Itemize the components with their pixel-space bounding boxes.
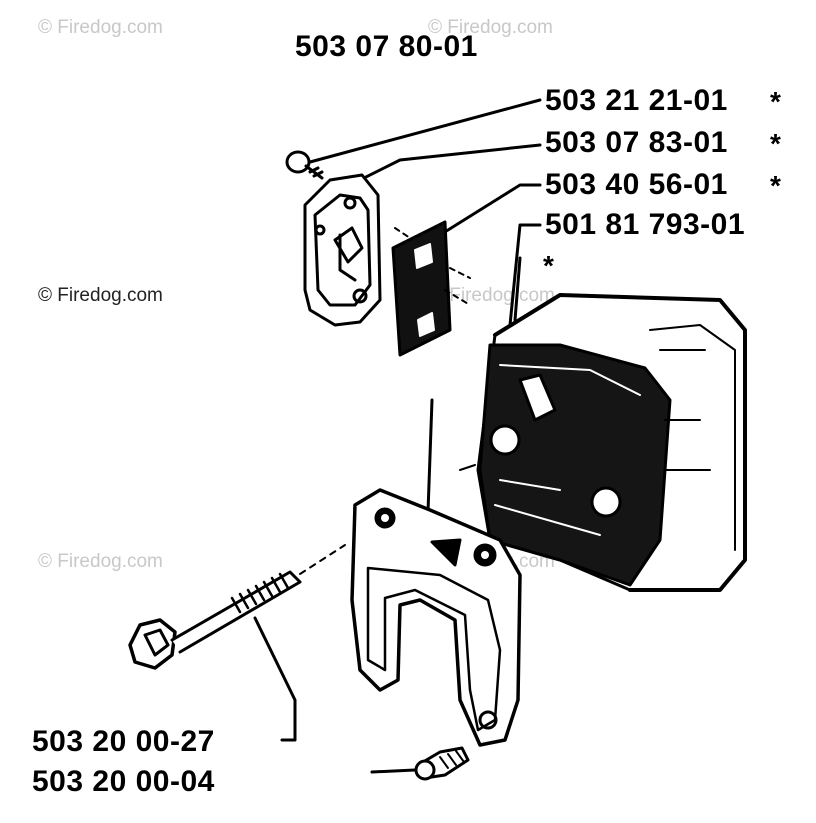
leader-bolt-inner — [426, 398, 434, 514]
bottom-screw-part — [414, 746, 470, 781]
part-number-screen: 503 40 56-01 — [545, 168, 728, 201]
leader-muffler — [506, 223, 542, 347]
muffler-part — [459, 293, 747, 592]
replacement-star-3: * — [770, 170, 781, 201]
screen-part — [391, 220, 471, 357]
part-number-assembly: 503 07 80-01 — [295, 30, 478, 63]
leader-bolt — [253, 616, 297, 742]
screw-small-part — [285, 150, 324, 180]
watermark-bottom-left: © Firedog.com — [38, 551, 163, 572]
replacement-star-2: * — [770, 128, 781, 159]
watermark-top-left: © Firedog.com — [38, 17, 163, 38]
part-number-bolt-b: 503 20 00-04 — [32, 765, 215, 798]
part-number-cover-plate: 503 07 83-01 — [545, 126, 728, 159]
leader-bottom-screw — [370, 768, 417, 774]
part-number-bolt-a: 503 20 00-27 — [32, 725, 215, 758]
replacement-star-1: * — [770, 86, 781, 117]
replacement-star-muffler: * — [543, 250, 554, 281]
leader-screw-small — [308, 98, 542, 164]
watermark-left: © Firedog.com — [38, 285, 163, 306]
leader-screen — [438, 183, 542, 237]
long-bolt-part — [128, 544, 346, 670]
leader-muffler-star — [513, 256, 522, 322]
bracket-part — [350, 488, 522, 747]
watermark-top-center: © Firedog.com — [428, 17, 553, 38]
part-number-muffler: 501 81 793-01 — [545, 208, 746, 241]
part-number-screw-small: 503 21 21-01 — [545, 84, 728, 117]
cover-plate-part — [303, 173, 382, 327]
